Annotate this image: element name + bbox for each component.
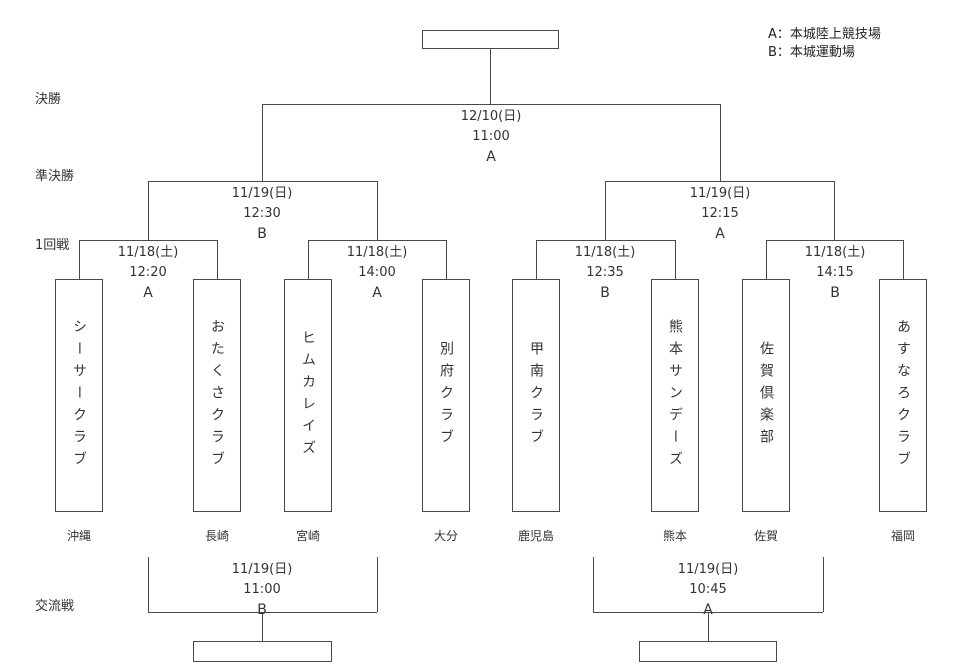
round-label-first-round: 1回戦 — [35, 238, 70, 253]
venue-legend-a: A：本城陸上競技場 — [768, 27, 881, 42]
bracket-line-match4-horizontal — [766, 240, 903, 241]
exchange-left-info: 11/19(日) 11:00 B — [207, 560, 317, 620]
semifinal-left-venue: B — [257, 226, 267, 242]
exchange-left-drop — [262, 612, 263, 641]
bracket-line-sf-left-drop-1 — [148, 181, 149, 240]
match4-date: 11/18(土) — [804, 245, 866, 260]
exchange-right-date: 11/19(日) — [677, 562, 739, 577]
exchange-right-box — [639, 641, 777, 662]
team-name-6: 熊本サンデーズ — [667, 318, 683, 473]
bracket-line-team5-drop — [536, 240, 537, 279]
semifinal-left-time: 12:30 — [243, 206, 281, 221]
first-round-match1-info: 11/18(土) 12:20 A — [93, 243, 203, 303]
bracket-line-champion-drop — [490, 49, 491, 104]
semifinal-right-time: 12:15 — [701, 206, 739, 221]
round-label-exchange: 交流戦 — [35, 599, 75, 614]
team-box-6: 熊本サンデーズ — [651, 279, 699, 512]
match3-date: 11/18(土) — [574, 245, 636, 260]
match2-date: 11/18(土) — [346, 245, 408, 260]
prefecture-label-7: 佐賀 — [753, 529, 778, 543]
first-round-match3-info: 11/18(土) 12:35 B — [550, 243, 660, 303]
exchange-right-venue: A — [703, 602, 713, 618]
match1-venue: A — [143, 285, 153, 301]
exchange-right-drop — [708, 612, 709, 641]
prefecture-label-2: 長崎 — [204, 529, 229, 543]
final-match-info: 12/10(日) 11:00 A — [436, 107, 546, 167]
team-name-1: シーサークラブ — [71, 318, 87, 473]
final-match-venue: A — [486, 149, 496, 165]
exchange-left-date: 11/19(日) — [231, 562, 293, 577]
semifinal-left-date: 11/19(日) — [231, 186, 293, 201]
final-match-time: 11:00 — [472, 129, 510, 144]
match3-venue: B — [600, 285, 610, 301]
team-name-4: 別府クラブ — [438, 340, 454, 451]
round-label-semifinal: 準決勝 — [35, 169, 75, 184]
bracket-line-final-horizontal — [262, 104, 720, 105]
exchange-left-line-1 — [148, 557, 149, 612]
prefecture-label-8: 福岡 — [890, 529, 915, 543]
prefecture-label-3: 宮崎 — [295, 529, 320, 543]
bracket-line-sf-right-drop-1 — [605, 181, 606, 240]
team-box-5: 甲南クラブ — [512, 279, 560, 512]
team-box-1: シーサークラブ — [55, 279, 103, 512]
prefecture-label-5: 鹿児島 — [517, 529, 554, 543]
exchange-left-line-2 — [377, 557, 378, 612]
team-box-8: あすなろクラブ — [879, 279, 927, 512]
team-box-2: おたくさクラブ — [193, 279, 241, 512]
match1-time: 12:20 — [129, 265, 167, 280]
exchange-right-line-2 — [823, 557, 824, 612]
match1-date: 11/18(土) — [117, 245, 179, 260]
semifinal-left-info: 11/19(日) 12:30 B — [207, 184, 317, 244]
bracket-line-team1-drop — [79, 240, 80, 279]
bracket-line-match2-horizontal — [308, 240, 446, 241]
round-label-final: 決勝 — [35, 92, 62, 107]
exchange-right-line-1 — [593, 557, 594, 612]
team-box-7: 佐賀倶楽部 — [742, 279, 790, 512]
first-round-match4-info: 11/18(土) 14:15 B — [780, 243, 890, 303]
team-name-3: ヒムカレイズ — [300, 329, 316, 462]
bracket-line-sf-right-drop-2 — [834, 181, 835, 240]
match2-venue: A — [372, 285, 382, 301]
exchange-right-info: 11/19(日) 10:45 A — [653, 560, 763, 620]
bracket-line-team6-drop — [675, 240, 676, 279]
team-box-3: ヒムカレイズ — [284, 279, 332, 512]
champion-box — [422, 30, 559, 49]
bracket-line-match1-horizontal — [79, 240, 217, 241]
prefecture-label-1: 沖縄 — [66, 529, 91, 543]
exchange-left-venue: B — [257, 602, 267, 618]
exchange-left-time: 11:00 — [243, 582, 281, 597]
exchange-right-time: 10:45 — [689, 582, 727, 597]
team-box-4: 別府クラブ — [422, 279, 470, 512]
semifinal-right-date: 11/19(日) — [689, 186, 751, 201]
exchange-left-box — [193, 641, 332, 662]
team-name-2: おたくさクラブ — [209, 318, 225, 473]
prefecture-label-6: 熊本 — [662, 529, 687, 543]
bracket-line-sf-left-drop-2 — [377, 181, 378, 240]
venue-legend: A：本城陸上競技場 B：本城運動場 — [768, 26, 881, 62]
prefecture-label-4: 大分 — [433, 529, 458, 543]
bracket-line-team7-drop — [766, 240, 767, 279]
match4-time: 14:15 — [816, 265, 854, 280]
bracket-line-team3-drop — [308, 240, 309, 279]
bracket-line-team4-drop — [446, 240, 447, 279]
venue-legend-b: B：本城運動場 — [768, 45, 855, 60]
semifinal-right-venue: A — [715, 226, 725, 242]
match3-time: 12:35 — [586, 265, 624, 280]
team-name-5: 甲南クラブ — [528, 340, 544, 451]
bracket-line-team8-drop — [903, 240, 904, 279]
semifinal-right-info: 11/19(日) 12:15 A — [665, 184, 775, 244]
bracket-line-match3-horizontal — [536, 240, 675, 241]
first-round-match2-info: 11/18(土) 14:00 A — [322, 243, 432, 303]
bracket-line-team2-drop — [217, 240, 218, 279]
bracket-line-final-left-drop — [262, 104, 263, 181]
bracket-line-semifinal-left-horizontal — [148, 181, 377, 182]
team-name-8: あすなろクラブ — [895, 318, 911, 473]
match2-time: 14:00 — [358, 265, 396, 280]
bracket-line-semifinal-right-horizontal — [605, 181, 834, 182]
team-name-7: 佐賀倶楽部 — [758, 340, 774, 451]
match4-venue: B — [830, 285, 840, 301]
bracket-line-final-right-drop — [720, 104, 721, 181]
final-match-date: 12/10(日) — [460, 109, 522, 124]
